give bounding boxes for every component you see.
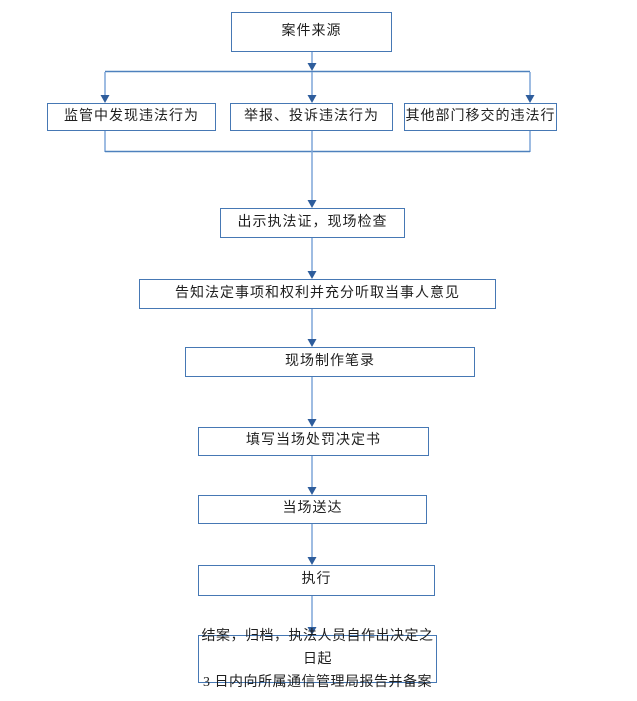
- flow-node-inform-rights: 告知法定事项和权利并充分听取当事人意见: [139, 279, 496, 309]
- flow-node-found-in-supervision: 监管中发现违法行为: [47, 103, 216, 131]
- flow-node-found-in-supervision-label: 监管中发现违法行为: [64, 108, 199, 124]
- flow-node-transferred-by-other-departments: 其他部门移交的违法行: [404, 103, 557, 131]
- flow-node-report-complaint: 举报、投诉违法行为: [230, 103, 393, 131]
- flow-node-fill-penalty-decision: 填写当场处罚决定书: [198, 427, 429, 456]
- flow-node-case-source-label: 案件来源: [281, 23, 342, 39]
- flow-node-execute: 执行: [198, 565, 435, 596]
- flow-node-show-credentials-inspect: 出示执法证，现场检查: [220, 208, 405, 238]
- flow-node-inform-rights-label: 告知法定事项和权利并充分听取当事人意见: [175, 285, 460, 301]
- connector-inform-to-record: [307, 309, 317, 347]
- connector-fill-to-serve: [307, 456, 317, 495]
- flow-node-make-onsite-record: 现场制作笔录: [185, 347, 475, 377]
- connector-source-to-branchline: [307, 52, 317, 71]
- connector-record-to-fill: [307, 377, 317, 427]
- connector-serve-to-execute: [307, 524, 317, 565]
- connector-inspect-to-inform: [307, 238, 317, 279]
- flow-node-serve-on-spot: 当场送达: [198, 495, 427, 524]
- flow-node-close-case-file-report: 结案，归档，执法人员自作出决定之日起 3 日内向所属通信管理局报告并备案: [198, 629, 437, 690]
- flow-node-make-onsite-record-label: 现场制作笔录: [285, 353, 375, 369]
- flow-node-close-case-line2: 3 日内向所属通信管理局报告并备案: [203, 674, 432, 690]
- flow-node-serve-on-spot-label: 当场送达: [282, 501, 343, 517]
- connector-branch-to-middle-box: [307, 72, 317, 103]
- connector-execute-to-close: [307, 596, 317, 635]
- flow-node-execute-label: 执行: [301, 572, 332, 588]
- connector-branch-to-right-box: [525, 72, 535, 103]
- flow-node-close-case-line1: 结案，归档，执法人员自作出决定之日起: [201, 628, 434, 667]
- connector-branch-to-left-box: [100, 72, 110, 103]
- flow-node-transferred-label: 其他部门移交的违法行: [405, 108, 556, 124]
- flow-node-case-source: 案件来源: [231, 12, 392, 52]
- flow-node-report-complaint-label: 举报、投诉违法行为: [244, 108, 379, 124]
- flow-node-show-credentials-label: 出示执法证，现场检查: [237, 214, 388, 230]
- flow-node-fill-penalty-decision-label: 填写当场处罚决定书: [246, 433, 381, 449]
- connector-collector-to-inspect: [307, 131, 317, 208]
